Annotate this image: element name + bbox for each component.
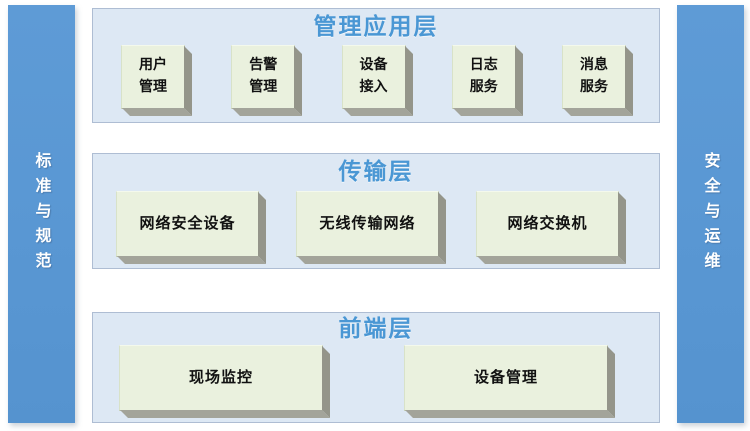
node-message-service-label: 消息 服务 [580,57,608,95]
node-network-security-equipment-label: 网络安全设备 [139,214,236,233]
node-site-monitoring: 现场监控 [119,345,323,411]
node-device-access-label: 设备 接入 [359,57,388,95]
layer-transmission-boxes: 网络安全设备 无线传输网络 网络交换机 [93,187,659,257]
node-device-management-label: 设备管理 [473,368,538,387]
pillar-standards-label: 标准与规范 [32,151,52,277]
pillar-security-ops-label: 安全与运维 [701,151,721,277]
layer-transmission-title: 传输层 [338,159,414,185]
node-site-monitoring-label: 现场监控 [188,368,253,387]
node-network-switch: 网络交换机 [476,191,619,257]
node-alarm-management: 告警 管理 [231,45,296,109]
layer-management-application-boxes: 用户 管理 告警 管理 设备 接入 日志 服务 消息 服务 [93,42,659,109]
layer-front-end-title: 前端层 [338,316,414,342]
node-log-service: 日志 服务 [451,45,516,109]
node-log-service-label: 日志 服务 [469,57,498,95]
node-device-management: 设备管理 [404,345,608,411]
layer-management-application-title: 管理应用层 [313,14,439,40]
node-user-management-label: 用户 管理 [139,57,167,95]
node-alarm-management-label: 告警 管理 [249,57,278,95]
node-network-switch-label: 网络交换机 [507,214,588,233]
layer-front-end-boxes: 现场监控 设备管理 [93,343,659,411]
layer-transmission: 传输层 网络安全设备 无线传输网络 网络交换机 [92,153,660,269]
layer-management-application: 管理应用层 用户 管理 告警 管理 设备 接入 日志 服务 消息 服务 [92,8,660,123]
node-wireless-transmission-network: 无线传输网络 [296,191,439,257]
node-wireless-transmission-network-label: 无线传输网络 [319,214,416,233]
pillar-security-ops: 安全与运维 [677,5,744,423]
layer-front-end: 前端层 现场监控 设备管理 [92,312,660,423]
node-device-access: 设备 接入 [341,45,406,109]
node-user-management: 用户 管理 [121,45,185,109]
node-message-service: 消息 服务 [562,45,626,109]
node-network-security-equipment: 网络安全设备 [116,191,259,257]
pillar-standards: 标准与规范 [8,5,75,423]
